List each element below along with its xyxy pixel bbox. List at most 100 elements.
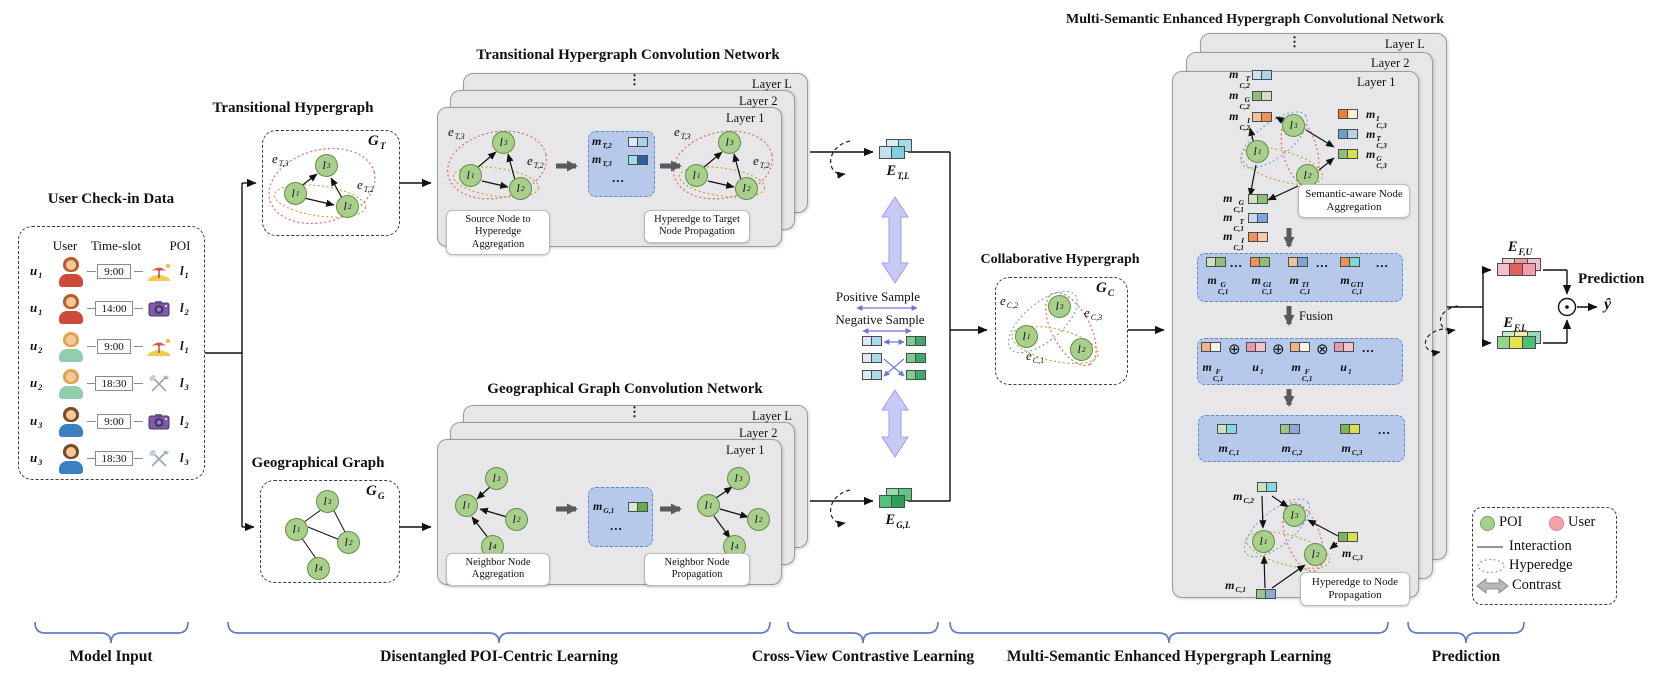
row3-chip-mC2 bbox=[1280, 424, 1300, 434]
oplus-op: ⊕ bbox=[1272, 342, 1285, 358]
prediction-label: Prediction bbox=[1578, 271, 1645, 287]
geo-net-title: Geographical Graph Convolution Network bbox=[487, 381, 763, 397]
caption-hyperedge-node-prop: Hyperedge to Node Propagation bbox=[1300, 572, 1410, 606]
trans-stack-dots: ⋮ bbox=[628, 72, 641, 87]
trans-net-title: Transitional Hypergraph Convolution Netw… bbox=[476, 47, 780, 63]
prop-chip-mC3 bbox=[1338, 532, 1358, 542]
otimes-op: ⊗ bbox=[1316, 342, 1329, 358]
geo-layer1-tag: Layer 1 bbox=[726, 443, 765, 457]
time-slot: 9:00 bbox=[97, 414, 131, 429]
avatar bbox=[58, 407, 84, 437]
geo-layerL-tag: Layer L bbox=[752, 409, 792, 423]
camera-icon bbox=[146, 299, 172, 319]
caption-hyperedge-prop: Hyperedge to Target Node Propagation bbox=[644, 210, 750, 243]
ms-net-title: Multi-Semantic Enhanced Hypergraph Convo… bbox=[1065, 12, 1445, 27]
poi-legend-dot bbox=[1480, 516, 1495, 531]
msg-chip-mIC3 bbox=[1338, 109, 1358, 119]
legend-box bbox=[1472, 507, 1617, 605]
row2-chip-mFC1 bbox=[1201, 342, 1221, 352]
embedding-EFU bbox=[1497, 263, 1536, 276]
msg-chip-mTC3 bbox=[1338, 129, 1358, 139]
msg-chip-mTC1 bbox=[1248, 213, 1268, 223]
caption-semantic-agg: Semantic-aware Node Aggregation bbox=[1298, 184, 1410, 218]
checkin-box bbox=[18, 226, 205, 480]
legend-contrast: Contrast bbox=[1512, 577, 1562, 593]
beach-icon bbox=[146, 262, 172, 282]
legend-user: User bbox=[1568, 514, 1596, 530]
stage-model-input: Model Input bbox=[69, 648, 153, 665]
geo-stack-dots: ⋮ bbox=[628, 404, 641, 419]
stage-multi-semantic-learning: Multi-Semantic Enhanced Hypergraph Learn… bbox=[1006, 648, 1332, 665]
fusion-label: Fusion bbox=[1299, 309, 1334, 323]
food-icon bbox=[146, 374, 172, 394]
row2-chip-mFC1 bbox=[1290, 342, 1310, 352]
avatar bbox=[58, 444, 84, 474]
col-timeslot: Time-slot bbox=[90, 238, 142, 253]
food-icon bbox=[146, 449, 172, 469]
col-poi: POI bbox=[169, 238, 191, 253]
time-slot: 18:30 bbox=[95, 451, 133, 466]
msg-chip-mGC2 bbox=[1252, 91, 1272, 101]
row2-chip-u1 bbox=[1334, 342, 1354, 352]
ms-stack-dots: ⋮ bbox=[1288, 34, 1301, 49]
embedding-ETL bbox=[879, 146, 905, 159]
trans-layer1-tag: Layer 1 bbox=[726, 111, 765, 125]
msg-chip-mGC1 bbox=[1248, 194, 1268, 204]
geo-graph-box bbox=[260, 480, 400, 583]
time-slot: 18:30 bbox=[95, 376, 133, 391]
prop-chip-mC1 bbox=[1256, 589, 1276, 599]
prop-chip-mC2 bbox=[1257, 482, 1277, 492]
avatar bbox=[58, 332, 84, 362]
positive-sample-label: Positive Sample bbox=[835, 289, 921, 304]
row2-chip-u1 bbox=[1246, 342, 1266, 352]
negative-sample-label: Negative Sample bbox=[835, 312, 925, 327]
ms-layer2-tag: Layer 2 bbox=[1371, 56, 1410, 70]
oplus-op: ⊕ bbox=[1228, 342, 1241, 358]
caption-neighbor-prop: Neighbor Node Propagation bbox=[644, 553, 750, 586]
time-slot: 14:00 bbox=[95, 301, 133, 316]
legend-poi: POI bbox=[1499, 514, 1523, 530]
col-user: User bbox=[52, 238, 78, 253]
yhat-label: ŷ bbox=[1604, 296, 1612, 313]
row1-chip-mGC1 bbox=[1206, 257, 1226, 267]
collab-hg-box bbox=[995, 277, 1128, 385]
ms-layer1-tag: Layer 1 bbox=[1357, 75, 1396, 89]
geo-graph-title: Geographical Graph bbox=[251, 455, 385, 471]
ms-layerL-tag: Layer L bbox=[1385, 37, 1425, 51]
geo-message-box bbox=[588, 487, 653, 547]
trans-hg-title: Transitional Hypergraph bbox=[212, 100, 374, 116]
trans-layerL-tag: Layer L bbox=[752, 77, 792, 91]
row1-chip-mGIC1 bbox=[1250, 257, 1270, 267]
